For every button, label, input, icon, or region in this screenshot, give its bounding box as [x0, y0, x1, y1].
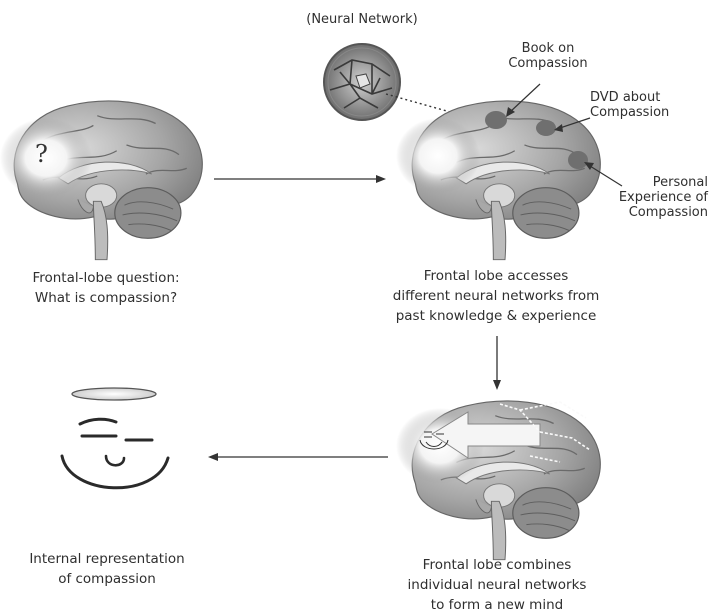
dvd-network-spot [536, 120, 556, 136]
caption-step4: Internal representation of compassion [29, 551, 185, 587]
personal-network-spot [568, 151, 588, 169]
book-label: Book on Compassion [508, 41, 588, 71]
halo [71, 387, 157, 401]
caption-step1: Frontal-lobe question: What is compassio… [32, 270, 180, 306]
neural-network-label: (Neural Network) [306, 12, 418, 27]
frontal-glow [396, 118, 480, 194]
frontal-glow [0, 118, 92, 198]
question-mark: ? [35, 140, 48, 168]
left-eyebrow [78, 417, 118, 426]
arrow-down [493, 336, 501, 390]
book-network-spot [485, 111, 507, 129]
face-outline [60, 454, 170, 490]
neural-network-icon [323, 43, 401, 121]
mouth [104, 454, 126, 467]
brain-accessing [396, 100, 601, 261]
dvd-label: DVD about Compassion [590, 90, 670, 120]
compassion-face [60, 387, 170, 490]
personal-experience-label: Personal Experience of Compassion [618, 175, 708, 220]
label-pointers [506, 83, 623, 187]
brain-question [0, 100, 203, 261]
tiny-face-icon [419, 431, 449, 450]
caption-step2: Frontal lobe accesses different neural n… [392, 268, 600, 324]
arrow-right-top [214, 175, 386, 183]
brain-combining [396, 400, 601, 561]
arrow-left [208, 453, 388, 461]
combine-arrow [431, 411, 541, 459]
caption-step3: Frontal lobe combines individual neural … [407, 557, 587, 613]
